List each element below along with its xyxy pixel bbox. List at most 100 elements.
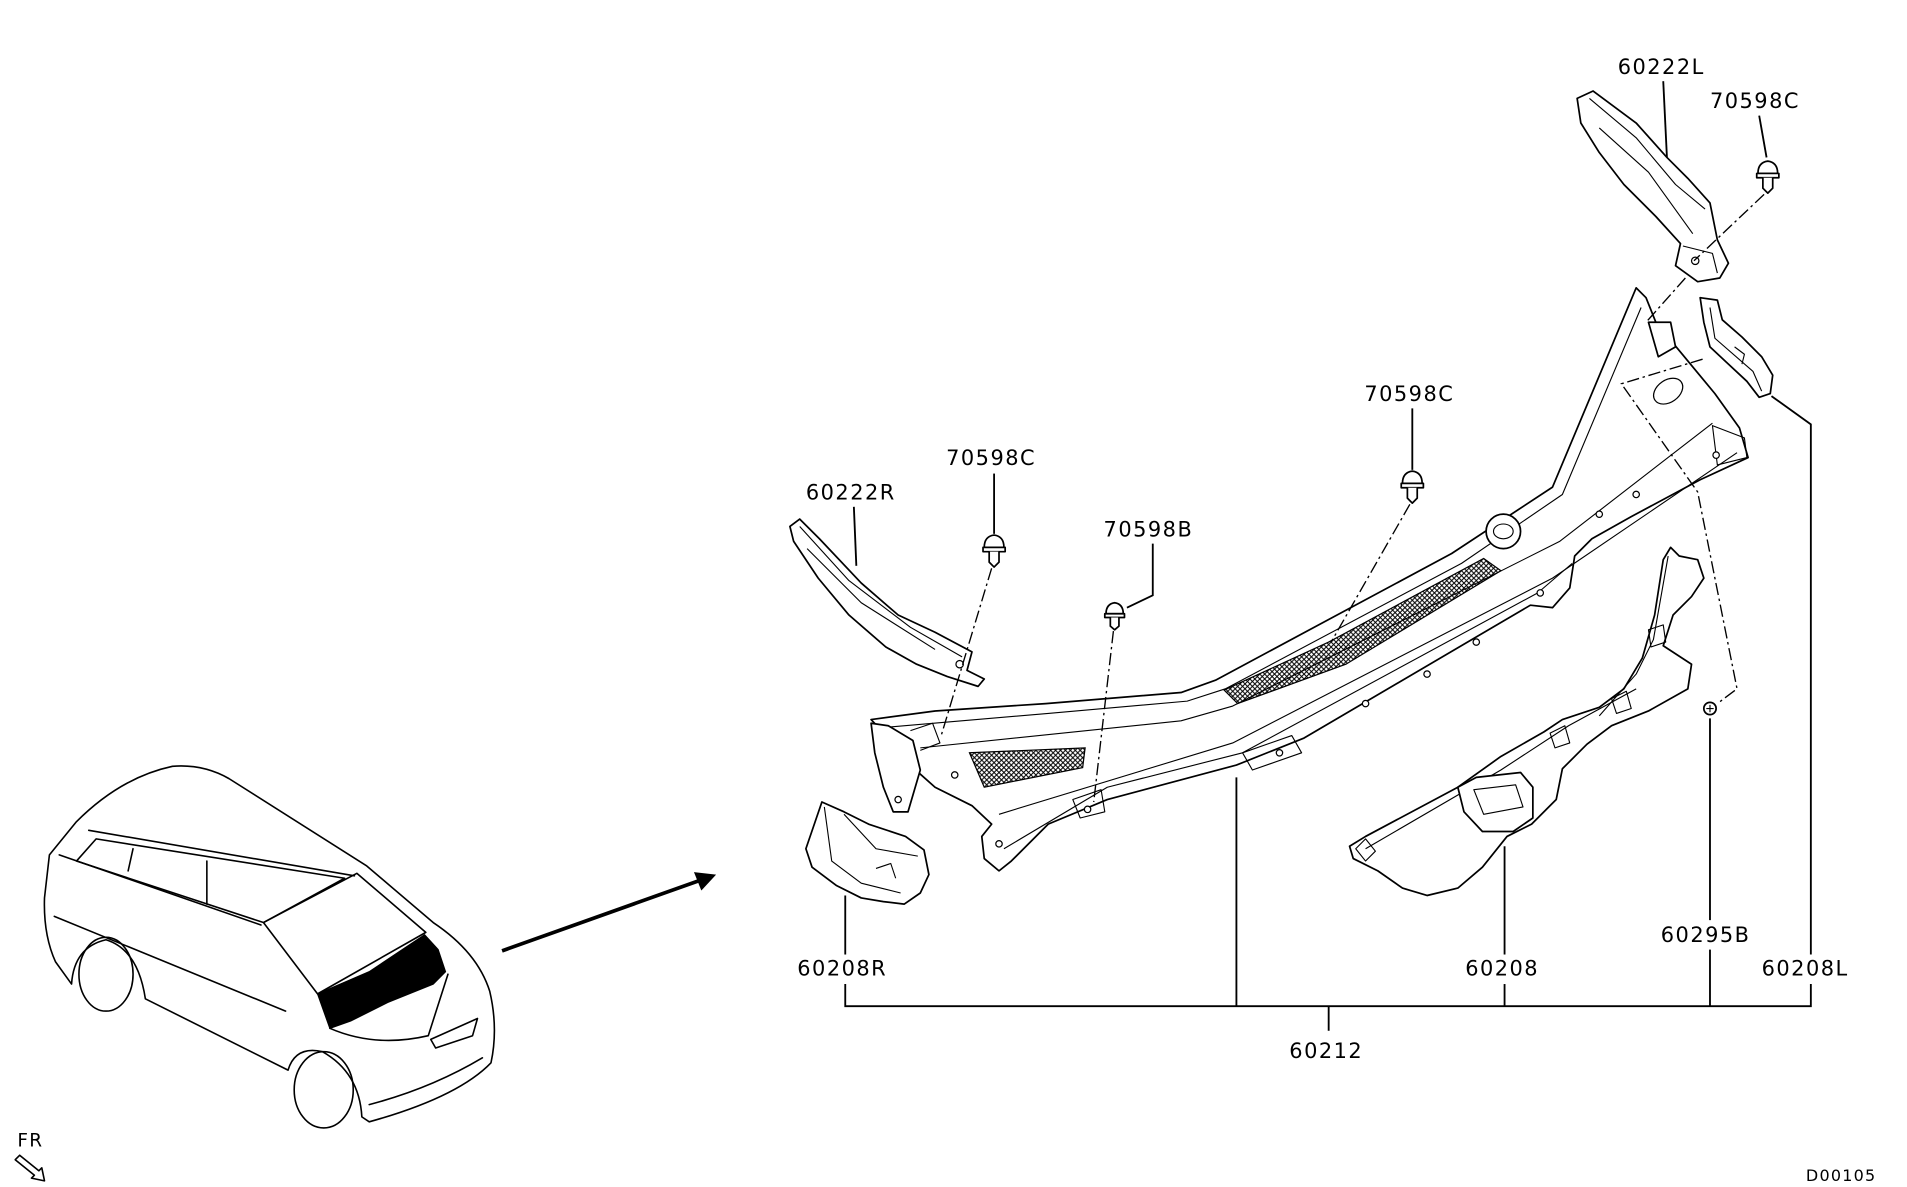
callout-60295B[interactable]: 60295B [1661, 923, 1751, 947]
cowl-bottom-bracket [1242, 735, 1303, 771]
clip-cross [1706, 704, 1714, 713]
callout-70598C-left[interactable]: 70598C [946, 446, 1036, 470]
part-60208R-fold [843, 813, 918, 857]
cowl-center-mesh-grille [1223, 557, 1502, 705]
assembly-line [1330, 503, 1411, 643]
mounting-hole [950, 771, 959, 779]
clip-head [1105, 601, 1125, 615]
hood-line [329, 973, 449, 1042]
part-60208-duct-opening [1473, 784, 1524, 815]
cowl-left-bracket [910, 722, 941, 751]
windshield [262, 872, 427, 995]
mounting-hole [1083, 805, 1092, 814]
mounting-hole [1423, 670, 1431, 678]
cowl-bracket-left-60208L [1699, 296, 1774, 399]
diagram-code: D00105 [1806, 1166, 1877, 1185]
callout-60222R[interactable]: 60222R [806, 480, 896, 504]
front-bumper-line [368, 1057, 484, 1106]
cowl-left-mesh-grille [968, 747, 1086, 788]
cowl-side-cover-left-60222L [1576, 90, 1730, 283]
locator-arrow [501, 872, 717, 953]
callout-70598B[interactable]: 70598B [1104, 517, 1194, 541]
part-60222L-outline [1576, 90, 1730, 283]
vehicle-locator-illustration [43, 765, 496, 1129]
assembly-line [1645, 277, 1686, 323]
clip-70598C-upper-right [1755, 160, 1780, 194]
clip-60295B [1702, 701, 1717, 716]
clip-70598C-left [982, 534, 1007, 568]
roof-rail-line [87, 829, 356, 877]
assembly-line [1620, 358, 1738, 705]
mounting-hole [1536, 589, 1545, 597]
part-60208-edge [1365, 688, 1637, 850]
headlamp [429, 1017, 479, 1049]
part-60222R-crease [806, 548, 936, 650]
leader-line-60208L [1770, 395, 1812, 955]
part-60222L-crease [1589, 97, 1706, 210]
cowl-mounting-holes [894, 451, 1720, 848]
leader-line-70598C-upper-right [1758, 115, 1768, 158]
assembly-line [940, 568, 993, 736]
mounting-hole [995, 840, 1003, 848]
part-callouts: 60222L 70598C 70598C 70598C 60222R 70598… [797, 55, 1849, 1063]
clip-collar [1755, 172, 1780, 179]
leader-line-60222R [852, 506, 858, 566]
cowl-top-panel-60212 [870, 286, 1749, 872]
part-60208L-rib [1709, 307, 1763, 392]
part-60208L-slot [1734, 346, 1745, 365]
front-direction-label: FR [17, 1130, 43, 1151]
clip-head [983, 534, 1005, 549]
clip-head [1757, 160, 1779, 175]
assembly-bracket-line [844, 984, 1812, 1008]
part-60208-clip-loop [1647, 624, 1667, 648]
washer-nozzle-inner [1492, 523, 1514, 540]
cowl-lower-bracket [1072, 789, 1106, 819]
callout-60208[interactable]: 60208 [1465, 956, 1539, 980]
locator-arrow-shaft [501, 878, 700, 953]
part-60208-tab [1355, 838, 1376, 862]
leader-lines [844, 81, 1812, 1031]
vehicle-body-outline [43, 765, 496, 1123]
part-60208-duct [1456, 771, 1534, 833]
part-60208R-face [823, 806, 901, 894]
clip-collar [1103, 612, 1126, 619]
cowl-right-tab [1647, 321, 1677, 358]
clip-stem [1406, 487, 1419, 504]
callout-70598C-center[interactable]: 70598C [1364, 382, 1454, 406]
part-60222L-crease [1598, 127, 1694, 235]
front-wheel [293, 1050, 355, 1129]
part-60208-outline [1348, 546, 1705, 897]
cowl-bracket-right-60208R [805, 801, 930, 905]
mounting-hole [1472, 638, 1481, 646]
clip-head [1401, 470, 1424, 485]
clip-70598C-center [1400, 470, 1425, 504]
highlighted-cowl-area [316, 934, 447, 1030]
part-60222R-outline [789, 518, 986, 688]
clip-collar [1400, 482, 1425, 489]
assembly-line [1693, 193, 1765, 262]
callout-60208R[interactable]: 60208R [797, 956, 887, 980]
callout-60222L[interactable]: 60222L [1618, 55, 1705, 79]
cowl-spine-line-lower [998, 452, 1738, 815]
callout-70598C-upper-right[interactable]: 70598C [1710, 89, 1800, 113]
rear-wheel [78, 936, 134, 1012]
clip-stem [1762, 177, 1774, 194]
mounting-hole [1712, 451, 1720, 459]
part-60208R-outline [805, 801, 930, 905]
cowl-lower-cover-60208 [1348, 546, 1705, 897]
part-60222L-tab [1682, 245, 1718, 274]
mounting-hole [894, 795, 902, 804]
front-direction-indicator: FR [14, 1130, 46, 1182]
mounting-hole [1595, 510, 1604, 518]
mounting-hole [1275, 748, 1284, 757]
cowl-side-cover-right-60222R [789, 518, 986, 688]
front-direction-arrow-icon [14, 1154, 46, 1182]
callout-60208L[interactable]: 60208L [1762, 956, 1849, 980]
callout-60212[interactable]: 60212 [1289, 1039, 1363, 1063]
part-60208-clip-loop [1549, 725, 1571, 749]
cowl-spine-line-upper [920, 422, 1713, 749]
leader-line-70598B [1126, 543, 1154, 609]
part-60208-clip-loop [1611, 690, 1632, 714]
